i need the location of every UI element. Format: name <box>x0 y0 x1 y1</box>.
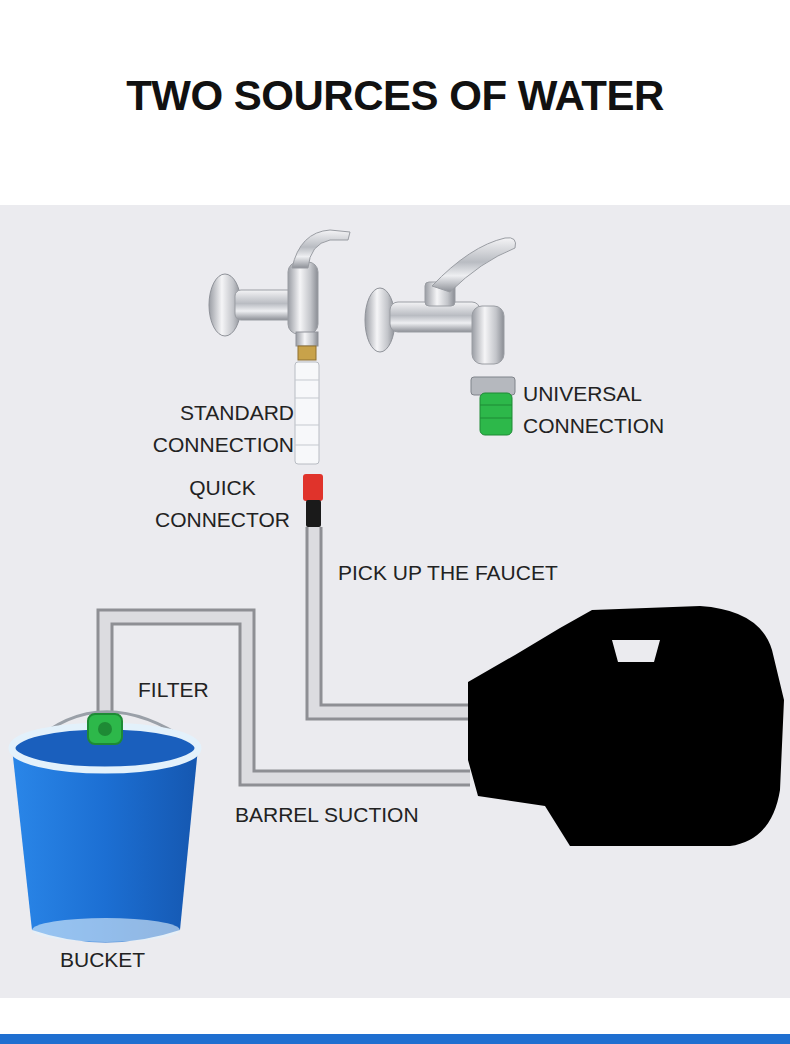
part-label: PICK UP THE FAUCET <box>338 557 558 589</box>
panel <box>0 205 790 998</box>
universal-fitting <box>471 377 515 435</box>
bucket <box>12 712 198 943</box>
part-label: UNIVERSAL CONNECTION <box>523 378 723 442</box>
faucet <box>209 230 350 360</box>
faucet <box>365 238 516 364</box>
title: TWO SOURCES OF WATER <box>0 72 790 120</box>
filter <box>88 714 122 744</box>
part-label: BARREL SUCTION <box>235 799 419 831</box>
standard-fitting <box>295 362 319 464</box>
bottom-band <box>0 1034 790 1044</box>
part-label: FILTER <box>138 674 209 706</box>
part-label: BUCKET <box>60 944 145 976</box>
part-label: STANDARD CONNECTION <box>118 397 294 461</box>
quick-connector <box>303 474 323 527</box>
pump <box>468 606 784 846</box>
part-label: QUICK CONNECTOR <box>135 472 310 536</box>
